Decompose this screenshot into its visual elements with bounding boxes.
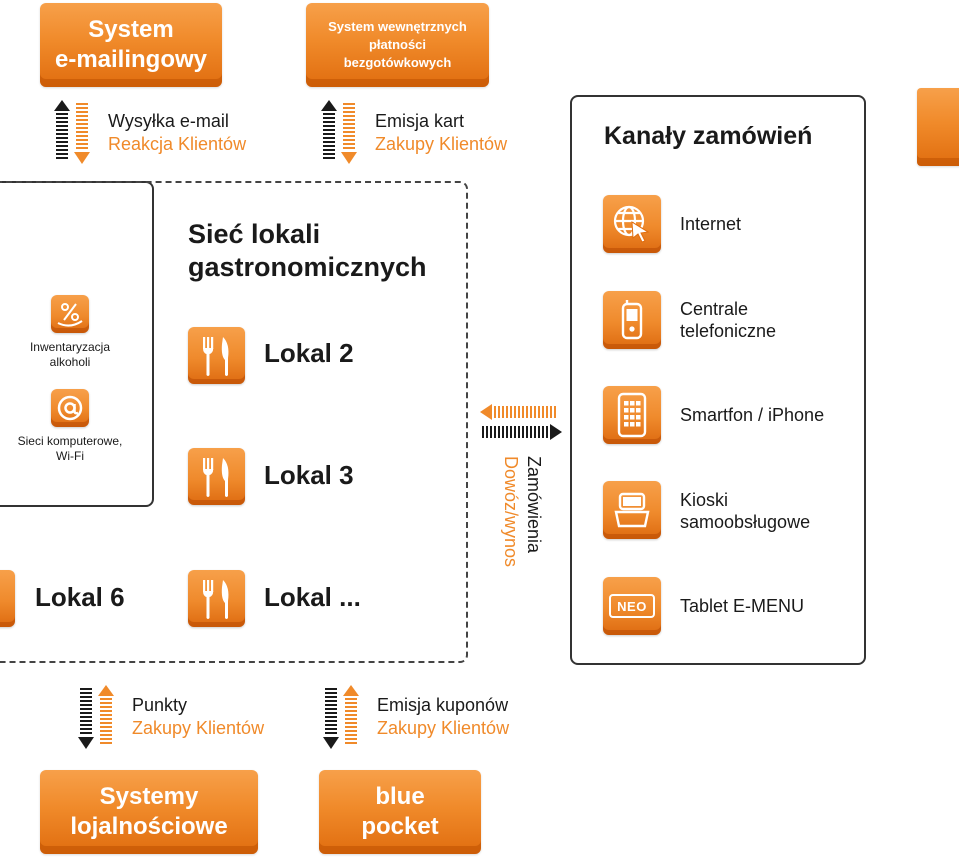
channel-kiosks-line-1: Kioski <box>680 490 729 510</box>
inventory-line-1: Inwentaryzacja <box>29 340 111 354</box>
loyalty-arrow-line-1: Punkty <box>132 695 188 715</box>
loyalty-arrow-line-2: Zakupy Klientów <box>132 718 265 738</box>
loyalty-line-2: lojalnościowe <box>70 813 228 840</box>
payments-line-3: bezgotówkowych <box>343 55 452 70</box>
channel-kiosks-line-2: samoobsługowe <box>680 512 811 532</box>
neo-tablet-icon: NEO <box>603 577 661 635</box>
coupons-arrow-line-1: Emisja kuponów <box>377 695 509 715</box>
at-icon <box>51 389 89 427</box>
orders-arrow-label: Zamówienia Dowóz/wynos <box>499 456 545 567</box>
neo-label: NEO <box>617 598 647 614</box>
cutlery-icon <box>188 327 245 384</box>
percent-icon <box>51 295 89 333</box>
loyalty-arrow-label: Punkty Zakupy Klientów <box>132 694 264 740</box>
orders-line-2: Dowóz/wynos <box>501 456 521 568</box>
cutlery-icon <box>188 448 245 505</box>
network-wifi-label: Sieci komputerowe, Wi-Fi <box>10 434 130 464</box>
loyalty-systems-box: Systemy lojalnościowe <box>40 770 258 854</box>
cutlery-icon <box>0 570 15 627</box>
payments-arrow-label: Emisja kart Zakupy Klientów <box>375 110 507 156</box>
network-title-line-2: gastronomicznych <box>188 252 427 282</box>
payments-line-2: płatności <box>368 37 427 52</box>
neo-tablet-frame: NEO <box>609 594 655 618</box>
lokal-more-label: Lokal ... <box>264 582 361 612</box>
phone-icon <box>603 291 661 349</box>
emailing-arrow-label: Wysyłka e-mail Reakcja Klientów <box>108 110 246 156</box>
lokal-3-label: Lokal 3 <box>264 460 354 490</box>
channel-call-centers-line-2: telefoniczne <box>680 321 777 341</box>
kiosk-icon <box>603 481 661 539</box>
channels-title: Kanały zamówień <box>604 122 813 150</box>
channel-tablet-emenu: Tablet E-MENU <box>680 595 804 617</box>
bluepocket-line-2: pocket <box>361 813 439 840</box>
inventory-label: Inwentaryzacja alkoholi <box>14 340 126 370</box>
emailing-arrow-line-1: Wysyłka e-mail <box>108 111 229 131</box>
channel-smartphone-text: Smartfon / iPhone <box>680 405 825 425</box>
payments-system-box: System wewnętrznych płatności bezgotówko… <box>306 3 489 87</box>
network-wifi-line-2: Wi-Fi <box>56 449 84 463</box>
emailing-double-arrow <box>54 100 90 164</box>
coupons-double-arrow <box>323 685 359 749</box>
coupons-arrow-line-2: Zakupy Klientów <box>377 718 510 738</box>
channel-call-centers-line-1: Centrale <box>680 299 749 319</box>
edge-orange-tab <box>917 88 959 166</box>
emailing-system-box: System e-mailingowy <box>40 3 222 87</box>
network-title-line-1: Sieć lokali <box>188 219 321 249</box>
bluepocket-line-1: blue <box>375 783 425 810</box>
channel-kiosks: Kioski samoobsługowe <box>680 489 810 533</box>
lokal-6-label: Lokal 6 <box>35 582 125 612</box>
globe-cursor-icon <box>603 195 661 253</box>
network-wifi-line-1: Sieci komputerowe, <box>17 434 123 448</box>
restaurant-network-region <box>0 181 468 663</box>
payments-line-1: System wewnętrznych <box>328 19 467 34</box>
coupons-arrow-label: Emisja kuponów Zakupy Klientów <box>377 694 509 740</box>
loyalty-line-1: Systemy <box>99 783 199 810</box>
channel-internet: Internet <box>680 213 741 235</box>
order-channels-panel <box>570 95 866 665</box>
network-title: Sieć lokali gastronomicznych <box>188 218 427 284</box>
left-services-panel <box>0 181 154 507</box>
orders-double-arrow <box>480 404 562 440</box>
bluepocket-box: blue pocket <box>319 770 481 854</box>
cutlery-icon <box>188 570 245 627</box>
inventory-line-2: alkoholi <box>49 355 91 369</box>
orders-line-1: Zamówienia <box>524 456 544 554</box>
channel-smartphone: Smartfon / iPhone <box>680 404 824 426</box>
payments-double-arrow <box>321 100 357 164</box>
channel-tablet-text: Tablet E-MENU <box>680 596 805 616</box>
smartphone-icon <box>603 386 661 444</box>
channel-internet-text: Internet <box>680 214 742 234</box>
emailing-arrow-line-2: Reakcja Klientów <box>108 134 247 154</box>
loyalty-double-arrow <box>78 685 114 749</box>
channel-call-centers: Centrale telefoniczne <box>680 298 776 342</box>
orders-label-rotated: Zamówienia Dowóz/wynos <box>499 456 545 567</box>
emailing-line-1: System <box>88 16 174 43</box>
payments-arrow-line-1: Emisja kart <box>375 111 465 131</box>
payments-arrow-line-2: Zakupy Klientów <box>375 134 508 154</box>
lokal-2-label: Lokal 2 <box>264 338 354 368</box>
emailing-line-2: e-mailingowy <box>54 46 208 73</box>
